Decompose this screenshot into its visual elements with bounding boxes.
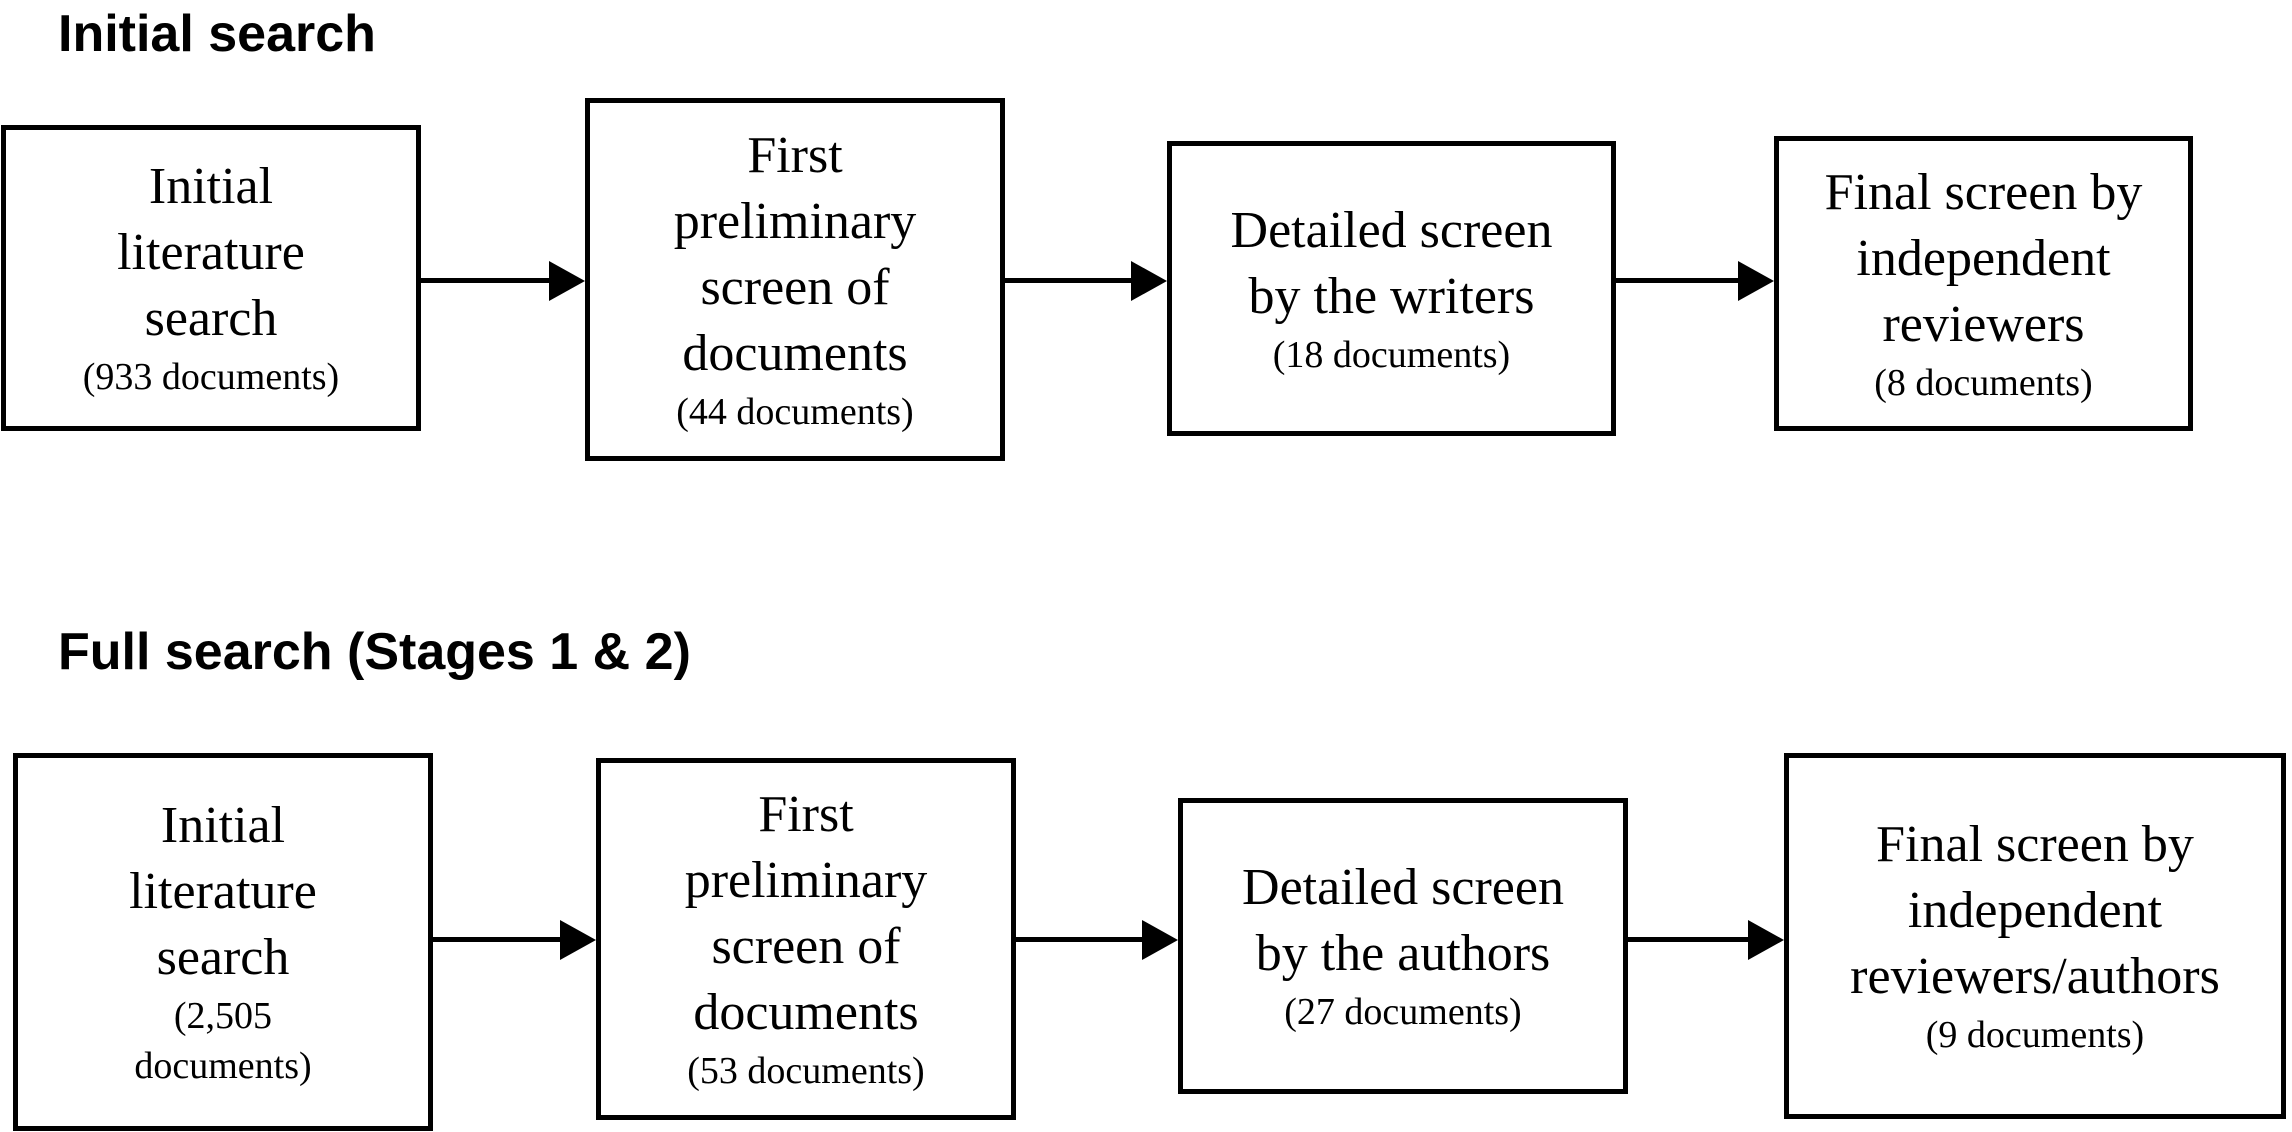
flow-arrow — [421, 261, 585, 301]
step-label: Final screen by independent reviewers — [1824, 163, 2143, 353]
step-count: (53 documents) — [687, 1050, 925, 1092]
step-count: (27 documents) — [1284, 991, 1522, 1033]
initial-literature-search-box: Initial literature search (2,505 documen… — [13, 753, 433, 1131]
step-count: (8 documents) — [1874, 361, 2093, 404]
step-count: (2,505 documents) — [134, 995, 312, 1087]
final-screen-box: Final screen by independent reviewers (8… — [1774, 136, 2193, 431]
flow-arrow — [1016, 920, 1178, 960]
step-label: Initial literature search — [129, 797, 317, 986]
detailed-screen-box: Detailed screen by the authors (27 docum… — [1178, 798, 1628, 1094]
full-search-title: Full search (Stages 1 & 2) — [58, 623, 691, 681]
step-label: First preliminary screen of documents — [673, 126, 917, 382]
step-label: Detailed screen by the authors — [1242, 859, 1564, 982]
initial-literature-search-box: Initial literature search (933 documents… — [1, 125, 421, 431]
step-count: (9 documents) — [1925, 1014, 2145, 1056]
step-count: (933 documents) — [82, 356, 340, 398]
step-count: (18 documents) — [1272, 333, 1511, 376]
flow-arrow — [1005, 261, 1167, 301]
step-label: Final screen by independent reviewers/au… — [1850, 816, 2220, 1005]
step-label: Initial literature search — [117, 158, 305, 347]
step-label: First preliminary screen of documents — [684, 786, 928, 1041]
detailed-screen-box: Detailed screen by the writers (18 docum… — [1167, 141, 1616, 436]
preliminary-screen-box: First preliminary screen of documents (4… — [585, 98, 1005, 461]
flow-arrow — [1628, 920, 1784, 960]
final-screen-box: Final screen by independent reviewers/au… — [1784, 753, 2286, 1119]
step-count: (44 documents) — [676, 390, 914, 433]
flow-arrow — [1616, 261, 1774, 301]
flow-arrow — [433, 920, 596, 960]
preliminary-screen-box: First preliminary screen of documents (5… — [596, 758, 1016, 1120]
step-label: Detailed screen by the writers — [1230, 201, 1553, 325]
initial-search-title: Initial search — [58, 5, 376, 63]
